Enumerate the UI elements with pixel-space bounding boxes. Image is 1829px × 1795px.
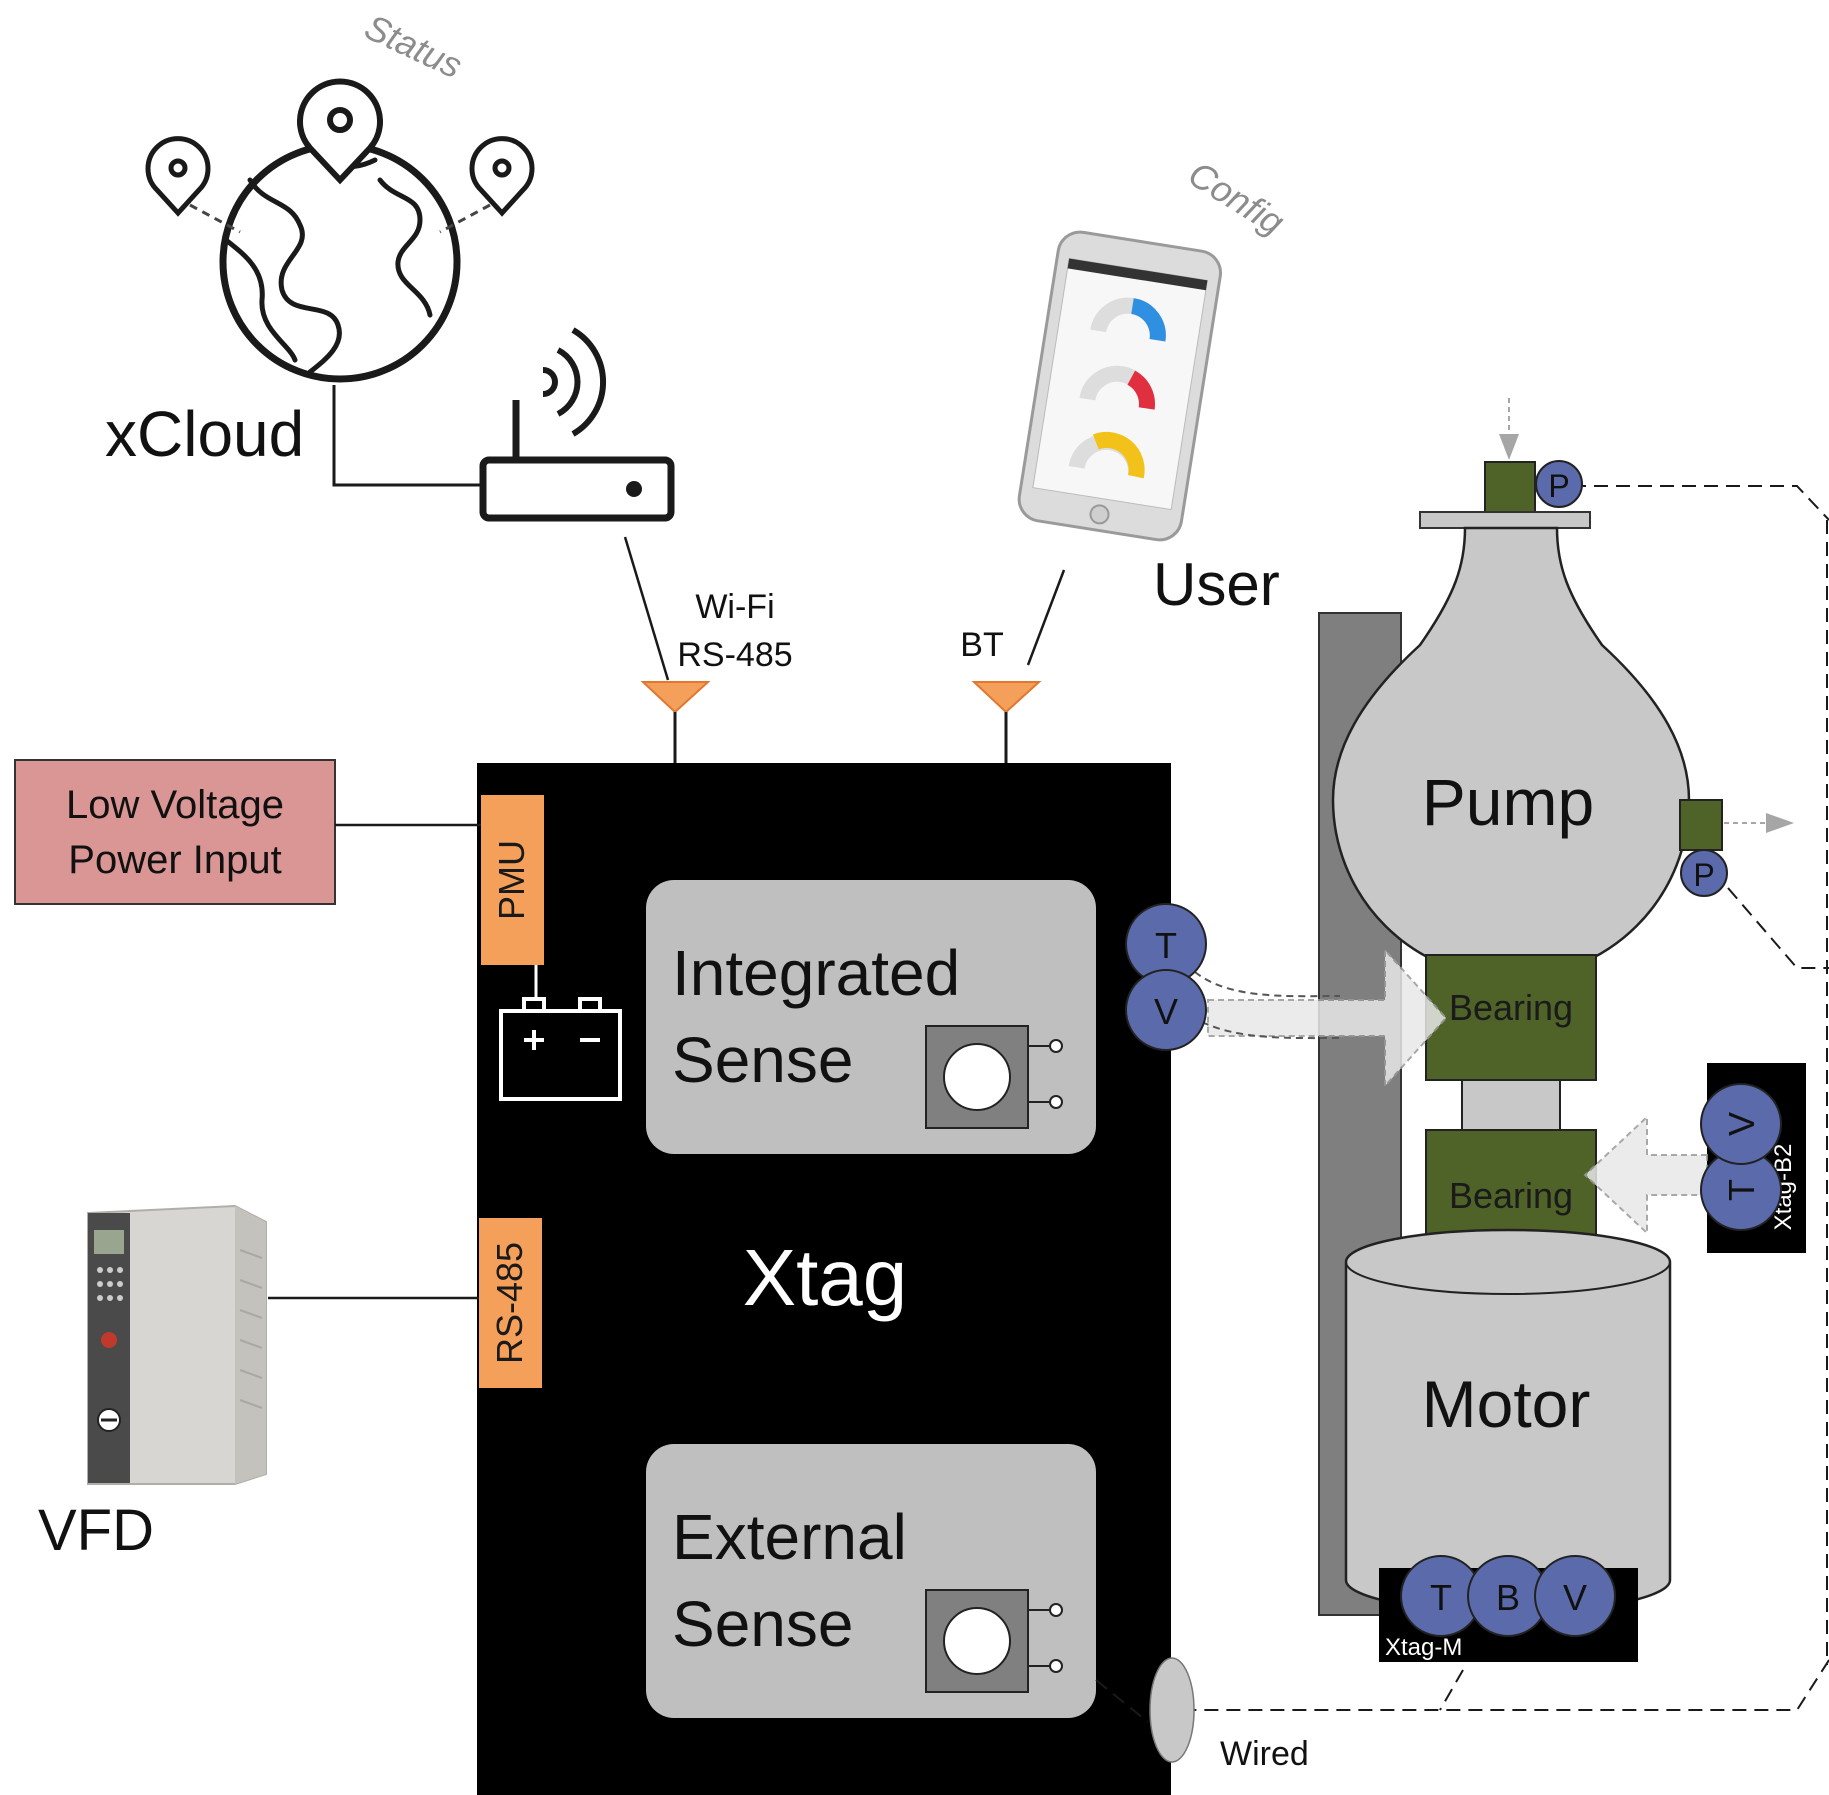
power-input-box [14, 759, 336, 905]
sensor-m-v: V [1534, 1555, 1616, 1637]
location-pin-icon [297, 78, 383, 185]
wired-connections [1095, 485, 1829, 1723]
power-input-line1: Low Voltage [66, 783, 284, 827]
bt-label: BT [960, 626, 1003, 664]
sensor-m-b: B [1467, 1555, 1549, 1637]
cloud-router-line [332, 385, 482, 487]
external-sensor-chip-icon [925, 1589, 1063, 1693]
integrated-sensor-links [1194, 971, 1341, 1040]
external-sense-line2: Sense [672, 1588, 853, 1660]
bearing-1-label: Bearing [1449, 987, 1573, 1028]
sensor-m-v-label: V [1563, 1577, 1587, 1618]
sensor-p-side-label: P [1693, 857, 1714, 893]
wired-label: Wired [1220, 1735, 1309, 1773]
power-input-line2: Power Input [68, 838, 281, 882]
xtag-title: Xtag [743, 1233, 908, 1322]
battery-icon [499, 997, 622, 1101]
rs485-port-label: RS-485 [489, 1242, 530, 1364]
wired-connector [1149, 1657, 1195, 1763]
sensor-integrated-t: T [1125, 903, 1207, 985]
pump-outlet [1679, 799, 1723, 851]
antenna-wifi-icon [640, 681, 711, 765]
phone-antenna-line [1026, 569, 1066, 666]
wifi-label: Wi-Fi [695, 588, 774, 626]
sensor-m-t: T [1400, 1555, 1482, 1637]
location-pin-right-icon [469, 136, 535, 217]
integrated-to-bearing-arrow [1207, 947, 1448, 1089]
pmu-label: PMU [491, 840, 532, 920]
rs485-link-label: RS-485 [677, 636, 792, 674]
sensor-p-top: P [1535, 460, 1583, 508]
sensor-p-top-label: P [1548, 468, 1569, 504]
vfd-label: VFD [38, 1498, 154, 1563]
motor-top-edge [1345, 1261, 1671, 1295]
motor-label: Motor [1422, 1367, 1591, 1441]
sensor-m-b-label: B [1496, 1577, 1520, 1618]
sensor-b2-t-label: T [1721, 1179, 1762, 1201]
location-pin-left-icon [145, 136, 211, 217]
sensor-b2-v: V [1700, 1083, 1782, 1165]
bearing-1 [1425, 954, 1597, 1081]
sensor-p-side: P [1680, 849, 1728, 897]
router-icon [479, 327, 675, 522]
smartphone-icon [1017, 230, 1223, 542]
sensor-integrated-v-label: V [1154, 991, 1178, 1032]
external-sense-line1: External [672, 1501, 907, 1573]
pump-label: Pump [1422, 765, 1594, 839]
pump-inlet [1484, 461, 1536, 513]
router-antenna-line [623, 536, 670, 681]
integrated-sense-line2: Sense [672, 1024, 853, 1096]
outlet-arrow-icon [1766, 813, 1794, 833]
sensor-integrated-t-label: T [1155, 925, 1177, 966]
rs485-port [479, 1218, 542, 1388]
pump-inlet-flange [1419, 511, 1591, 529]
sensor-m-t-label: T [1430, 1577, 1452, 1618]
pin-dashes [189, 203, 491, 234]
integrated-sensor-chip-icon [925, 1025, 1063, 1129]
sensor-integrated-v: V [1125, 969, 1207, 1051]
inlet-arrow-icon [1499, 434, 1519, 460]
integrated-sense-line1: Integrated [672, 937, 960, 1009]
pmu-port [481, 795, 544, 965]
vfd-device-icon [87, 1204, 267, 1485]
b2-to-bearing-arrow [1583, 1114, 1708, 1236]
shaft [1461, 1079, 1561, 1131]
status-label: Status [359, 6, 469, 86]
pump-body [1331, 526, 1691, 980]
bearing-2 [1425, 1129, 1597, 1246]
antenna-bt-icon [971, 681, 1042, 765]
bearing-2-label: Bearing [1449, 1175, 1573, 1216]
user-label: User [1153, 551, 1280, 618]
xtag-m-label: Xtag-M [1385, 1634, 1462, 1661]
sensor-b2-v-label: V [1721, 1112, 1762, 1136]
config-label: Config [1181, 153, 1291, 243]
xcloud-label: xCloud [105, 398, 304, 470]
